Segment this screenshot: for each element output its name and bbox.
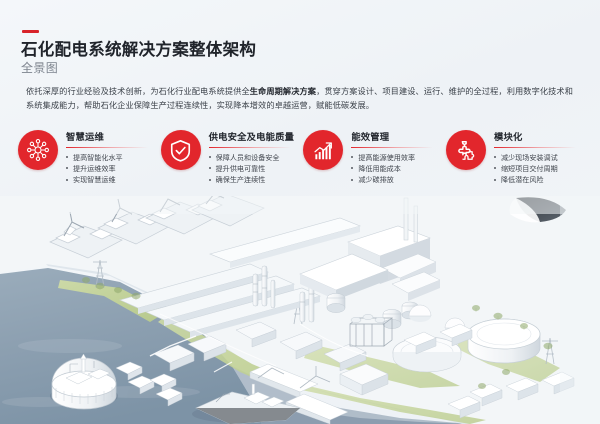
feature-card-title: 智慧运维 [66,132,104,143]
intro-paragraph: 依托深厚的行业经验及技术创新，为石化行业配电系统提供全生命周期解决方案，贯穿方案… [26,84,578,112]
petrochemical-plant-3d-render [0,196,600,424]
intro-line1-post: ，贯穿方案设计、项目建设、运行、维护的全过程， [316,86,507,96]
list-item: 缩短项目交付周期 [493,163,576,174]
list-item: 保障人员和设备安全 [208,152,294,163]
accent-dash [22,30,39,33]
feature-card-body: 供电安全及电能质量 保障人员和设备安全 提升供电可靠性 确保生产连续性 [208,128,295,186]
bar-chart-arrow-icon [303,130,344,170]
shield-check-icon [160,130,201,170]
feature-card-bullets: 保障人员和设备安全 提升供电可靠性 确保生产连续性 [208,152,294,186]
feature-card-title: 模块化 [493,132,523,143]
list-item: 提高智能化水平 [66,152,148,163]
feature-card-title: 供电安全及电能质量 [208,132,295,143]
feature-card-smart-om[interactable]: 智慧运维 提高智能化水平 提升运维效率 实现智慧运维 [18,128,160,194]
feature-card-title: 能效管理 [351,132,390,143]
intro-line1-pre: 依托深厚的行业经验及技术创新，为石化行业配电系统提供全 [26,86,250,96]
feature-card-rule [493,146,576,148]
list-item: 提升运维效率 [66,163,148,174]
feature-card-body: 智慧运维 提高智能化水平 提升运维效率 实现智慧运维 [66,128,148,186]
list-item: 降低潜在风险 [493,174,576,185]
feature-card-body: 模块化 减少现场安装调试 缩短项目交付周期 降低潜在风险 [493,128,576,186]
feature-card-bullets: 减少现场安装调试 缩短项目交付周期 降低潜在风险 [493,152,576,186]
network-nodes-icon [18,130,58,170]
feature-card-body: 能效管理 提高能源使用效率 降低用能成本 减少碳排放 [351,128,434,186]
feature-card-power-safety[interactable]: 供电安全及电能质量 保障人员和设备安全 提升供电可靠性 确保生产连续性 [160,128,303,194]
intro-line1-bold: 生命周期解决方案 [249,86,317,96]
feature-card-rule [66,146,148,148]
feature-card-rule [208,146,291,148]
list-item: 减少碳排放 [351,174,433,185]
list-item: 降低用能成本 [351,163,433,174]
feature-card-energy-efficiency[interactable]: 能效管理 提高能源使用效率 降低用能成本 减少碳排放 [303,128,445,194]
list-item: 减少现场安装调试 [493,152,576,163]
feature-card-row: 智慧运维 提高智能化水平 提升运维效率 实现智慧运维 供电安全及电能质量 [18,128,588,194]
intro-line2: 利用数字化技术和系统集成能力，帮助石化企业保障生产过程连续性，实现降本增效的卓越… [26,86,574,111]
list-item: 确保生产连续性 [208,174,294,185]
feature-card-bullets: 提高能源使用效率 降低用能成本 减少碳排放 [351,152,433,186]
list-item: 提升供电可靠性 [208,163,294,174]
page-subtitle: 全景图 [21,61,59,75]
list-item: 提高能源使用效率 [351,152,433,163]
feature-card-bullets: 提高智能化水平 提升运维效率 实现智慧运维 [66,152,148,186]
feature-card-modularity[interactable]: 模块化 减少现场安装调试 缩短项目交付周期 降低潜在风险 [445,128,588,194]
list-item: 实现智慧运维 [66,174,148,185]
puzzle-piece-icon [445,130,486,170]
feature-card-rule [351,146,434,148]
page-title: 石化配电系统解决方案整体架构 [21,40,257,59]
